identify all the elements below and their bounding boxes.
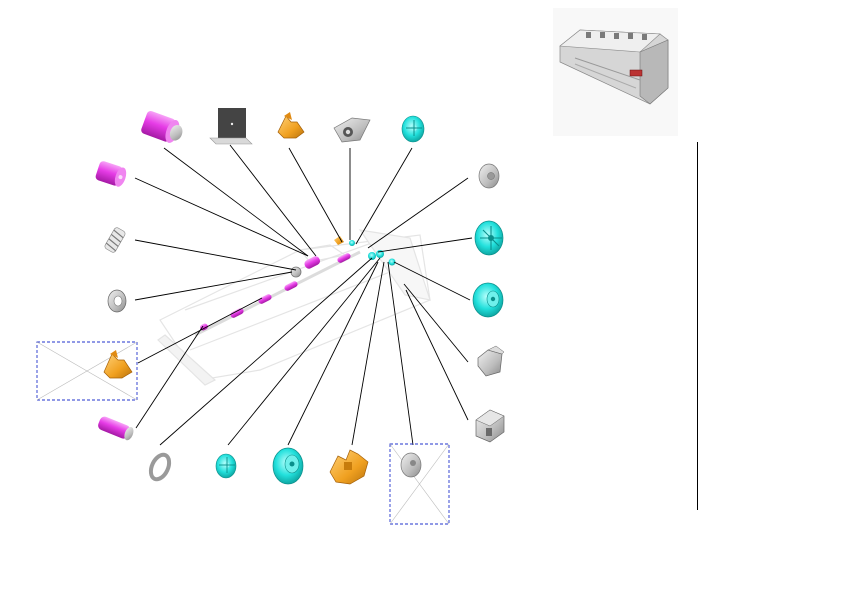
magenta-roller-icon xyxy=(98,416,134,441)
leader-lines xyxy=(134,144,473,446)
cyan-gear-icon xyxy=(272,447,304,485)
cyan-gear-icon xyxy=(215,453,237,479)
vertical-divider xyxy=(697,142,698,510)
shaft-rollers xyxy=(194,236,396,337)
gray-bracket-icon xyxy=(333,117,371,143)
image-placeholder-left xyxy=(36,341,138,401)
gray-washer-icon xyxy=(107,289,127,313)
ghost-assembly xyxy=(157,229,431,386)
gray-pulley-icon xyxy=(400,452,422,478)
magenta-roller-sleeve-icon xyxy=(141,111,183,143)
orange-lever-icon xyxy=(103,350,133,379)
orange-housing-icon xyxy=(329,449,369,485)
magenta-roller-sleeve-icon xyxy=(95,161,127,187)
image-placeholder-bottom xyxy=(389,443,450,525)
orange-lever-icon xyxy=(277,112,305,139)
cyan-gear-icon xyxy=(474,220,504,256)
gray-block-icon xyxy=(475,409,505,443)
gray-pulley-icon xyxy=(478,163,500,189)
spring-icon xyxy=(104,227,126,253)
cyan-gear-icon xyxy=(472,282,504,318)
gray-clip-icon xyxy=(477,345,505,377)
ring-icon xyxy=(148,452,172,482)
assembly-frame-icon xyxy=(553,8,678,136)
flat-plate-icon xyxy=(209,108,253,145)
cyan-gear-icon xyxy=(401,115,425,143)
